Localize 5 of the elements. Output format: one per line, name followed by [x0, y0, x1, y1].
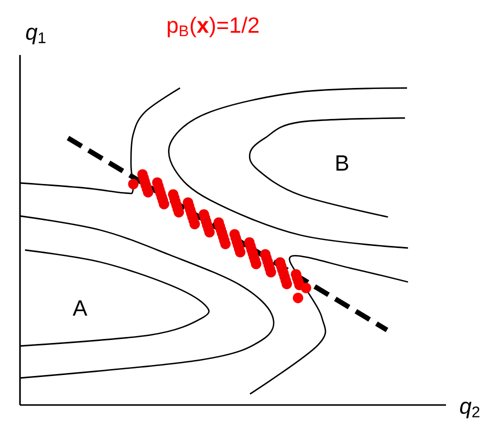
axis-label: q$_{2}$ [460, 402, 480, 418]
region-label: A [72, 300, 88, 316]
region-label: B [336, 155, 348, 171]
formula-label: p$_{B}$(x)=1/2 [168, 16, 259, 38]
axis-label: q$_{1}$ [26, 28, 46, 44]
